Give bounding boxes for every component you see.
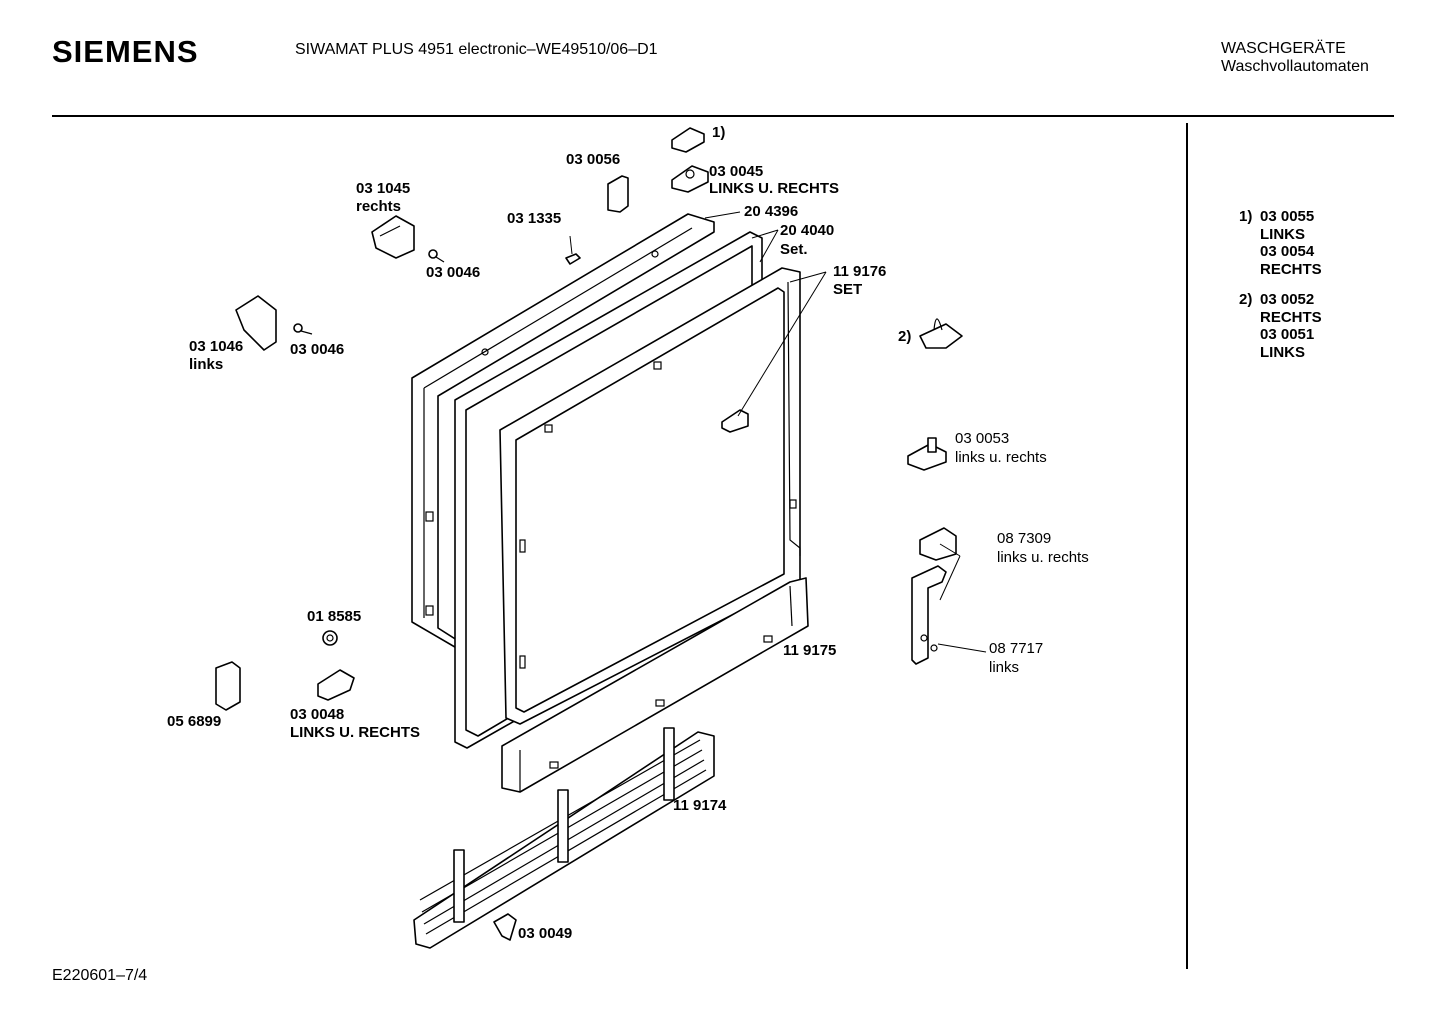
note1-part-a: 03 0055	[1260, 208, 1315, 225]
hinge-part-030045	[671, 165, 709, 193]
label-ref1: 1)	[712, 124, 726, 141]
label-204040-note: Set.	[780, 241, 808, 258]
bottom-trim-rail	[501, 577, 809, 793]
label-204040: 20 4040	[780, 222, 835, 239]
label-030046-b: 03 0046	[290, 341, 345, 358]
note2-ref: 2)	[1239, 291, 1253, 308]
label-030053-note: links u. rechts	[955, 449, 1047, 466]
label-030053: 03 0053	[955, 430, 1010, 447]
hinge-ref2	[919, 318, 963, 349]
latch-030056	[607, 175, 629, 213]
brand-logo: SIEMENS	[52, 34, 199, 69]
label-ref2: 2)	[898, 328, 912, 345]
frame-clip	[721, 409, 749, 433]
label-119176: 11 9176	[833, 263, 887, 280]
note2-part-b: 03 0051	[1260, 326, 1315, 343]
label-031046: 03 1046	[189, 338, 244, 355]
label-030045-note: LINKS U. RECHTS	[709, 180, 840, 197]
model-title: SIWAMAT PLUS 4951 electronic–WE49510/06–…	[295, 41, 658, 58]
note2-part-a: 03 0052	[1260, 291, 1315, 308]
document-reference: E220601–7/4	[52, 967, 148, 984]
bracket-087309	[919, 527, 957, 561]
clip-030049	[493, 913, 517, 941]
label-031335: 03 1335	[507, 210, 562, 227]
hinge-part-1	[671, 127, 705, 153]
header-divider	[52, 115, 1394, 117]
category-title: WASCHGERÄTE	[1221, 40, 1346, 57]
hinge-031045	[371, 215, 415, 259]
label-087717-note: links	[989, 659, 1020, 676]
pad-031335	[565, 253, 581, 265]
latch-030053	[907, 437, 947, 471]
label-087309: 08 7309	[997, 530, 1052, 547]
note1-ref: 1)	[1239, 208, 1253, 225]
leader-lines	[569, 211, 987, 653]
notes-divider	[1186, 123, 1188, 969]
label-031045-note: rechts	[356, 198, 402, 215]
label-030049: 03 0049	[518, 925, 573, 942]
slide-grille	[413, 727, 715, 949]
label-119174: 11 9174	[673, 797, 727, 814]
category-subtitle: Waschvollautomaten	[1221, 58, 1369, 75]
label-030046-a: 03 0046	[426, 264, 481, 281]
latch-030048	[317, 669, 355, 701]
plate-087717	[911, 565, 947, 665]
label-204396: 20 4396	[744, 203, 799, 220]
door-inner-frame	[499, 267, 801, 725]
label-031046-note: links	[189, 356, 224, 373]
label-030056: 03 0056	[566, 151, 621, 168]
label-056899: 05 6899	[167, 713, 222, 730]
screw-030046-b	[293, 323, 313, 335]
note2-side-b: LINKS	[1260, 344, 1305, 361]
note1-side-a: LINKS	[1260, 226, 1305, 243]
label-018585: 01 8585	[307, 608, 362, 625]
label-087309-note: links u. rechts	[997, 549, 1089, 566]
label-031045: 03 1045	[356, 180, 411, 197]
note1-side-b: RECHTS	[1260, 261, 1322, 278]
label-030045: 03 0045	[709, 163, 764, 180]
clip-056899	[215, 661, 241, 711]
label-119176-note: SET	[833, 281, 863, 298]
note1-part-b: 03 0054	[1260, 243, 1315, 260]
label-087717: 08 7717	[989, 640, 1044, 657]
label-119175: 11 9175	[783, 642, 837, 659]
screw-030046-a	[428, 249, 445, 263]
label-030048-note: LINKS U. RECHTS	[290, 724, 421, 741]
nut-018585	[322, 630, 338, 646]
hinge-031046	[235, 295, 277, 351]
label-030048: 03 0048	[290, 706, 345, 723]
note2-side-a: RECHTS	[1260, 309, 1322, 326]
door-back-panel	[411, 213, 715, 651]
